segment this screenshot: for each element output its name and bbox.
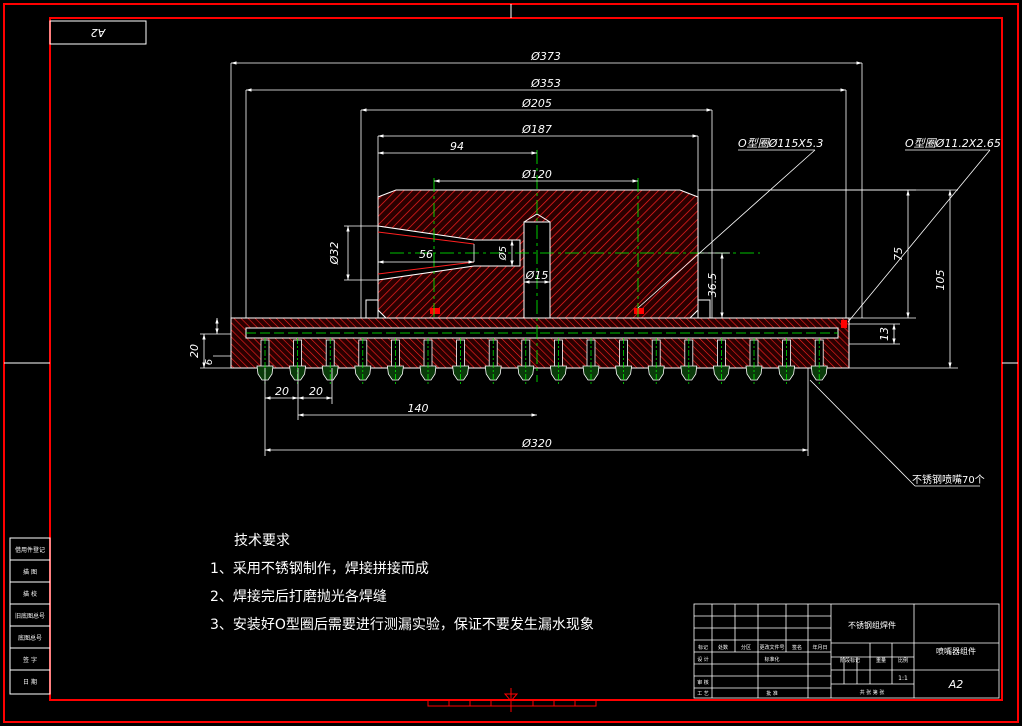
nozzle bbox=[419, 338, 437, 384]
side-label-4: 底图总号 bbox=[18, 634, 42, 642]
side-label-3: 旧底图总号 bbox=[15, 612, 45, 620]
nozzle bbox=[582, 338, 600, 384]
tb-label-design: 设 计 bbox=[697, 656, 709, 663]
nozzle bbox=[452, 338, 470, 384]
tech-note-1: 1、采用不锈钢制作，焊接拼接而成 bbox=[210, 561, 429, 577]
dim-d353: Ø353 bbox=[530, 77, 561, 90]
dim-75: 75 bbox=[892, 247, 905, 261]
title-block-text: 不锈钢组焊件 喷嘴器组件 A2 1:1 标记 处数 分区 更改文件号 签名 年月… bbox=[697, 620, 976, 697]
tb-scale: 1:1 bbox=[898, 675, 908, 682]
tb-ratio: 比例 bbox=[898, 657, 908, 664]
dim-105: 105 bbox=[934, 270, 947, 291]
title-block bbox=[693, 603, 1000, 699]
dim-140: 140 bbox=[408, 402, 429, 415]
part-section bbox=[230, 189, 850, 384]
nozzle bbox=[354, 338, 372, 384]
nozzle bbox=[680, 338, 698, 384]
side-label-0: 借用件登记 bbox=[15, 546, 45, 554]
dim-13: 13 bbox=[878, 327, 891, 341]
dim-d120: Ø120 bbox=[521, 168, 552, 181]
nozzle bbox=[745, 338, 763, 384]
nozzle bbox=[321, 338, 339, 384]
sheet-border bbox=[3, 3, 1019, 723]
dim-pitch-20b: 20 bbox=[309, 385, 323, 398]
tech-note-2: 2、焊接完后打磨抛光各焊缝 bbox=[210, 589, 387, 605]
dim-d15: Ø15 bbox=[525, 269, 549, 282]
dim-d32: Ø32 bbox=[328, 242, 341, 266]
tb-header-5: 年月日 bbox=[812, 644, 827, 651]
dim-36-5: 36.5 bbox=[706, 273, 719, 298]
dim-6: 6 bbox=[204, 359, 215, 365]
dim-pitch-20a: 20 bbox=[275, 385, 289, 398]
tb-assembly-name: 喷嘴器组件 bbox=[936, 646, 976, 656]
callout-oring-large: O型圈Ø115X5.3 bbox=[738, 137, 823, 150]
callout-nozzles: 不锈钢喷嘴70个 bbox=[912, 473, 985, 486]
nozzle bbox=[615, 338, 633, 384]
tech-notes-heading: 技术要求 bbox=[234, 533, 290, 549]
tb-header-2: 分区 bbox=[741, 644, 751, 651]
dim-20: 20 bbox=[188, 344, 201, 358]
dim-d187: Ø187 bbox=[521, 123, 552, 136]
tb-sheets-row: 共 张 第 张 bbox=[860, 689, 885, 696]
dim-d373: Ø373 bbox=[530, 50, 561, 63]
nozzle bbox=[549, 338, 567, 384]
nozzle bbox=[517, 338, 535, 384]
tb-weight: 重量 bbox=[876, 657, 886, 664]
tb-header-3: 更改文件号 bbox=[759, 644, 784, 651]
tb-label-std: 标准化 bbox=[764, 656, 779, 663]
nozzle bbox=[484, 338, 502, 384]
dim-d320: Ø320 bbox=[521, 437, 552, 450]
tb-header-4: 签名 bbox=[792, 644, 802, 651]
dim-d205: Ø205 bbox=[521, 97, 552, 110]
dim-56: 56 bbox=[419, 248, 433, 261]
tb-part-name: 不锈钢组焊件 bbox=[848, 620, 896, 630]
dimension-lines bbox=[200, 61, 991, 487]
side-label-2: 描 校 bbox=[23, 590, 37, 598]
tb-header-0: 标记 bbox=[698, 644, 708, 651]
tech-note-3: 3、安装好O型圈后需要进行测漏实验，保证不要发生漏水现象 bbox=[210, 617, 594, 633]
tech-notes: 技术要求 1、采用不锈钢制作，焊接拼接而成 2、焊接完后打磨抛光各焊缝 3、安装… bbox=[210, 527, 594, 639]
nozzle bbox=[778, 338, 796, 384]
tb-label-review: 审 核 bbox=[697, 679, 709, 686]
nozzle bbox=[647, 338, 665, 384]
tb-label-process: 工 艺 bbox=[697, 691, 709, 697]
side-label-5: 签 字 bbox=[23, 656, 37, 664]
sheet-tag: A2 bbox=[49, 20, 147, 45]
callout-oring-small: O型圈Ø11.2X2.65 bbox=[905, 137, 1001, 150]
side-table: 借用件登记 描 图 描 校 旧底图总号 底图总号 签 字 日 期 bbox=[9, 537, 51, 695]
nozzle bbox=[810, 338, 828, 384]
dim-94: 94 bbox=[450, 140, 464, 153]
tb-label-approve: 批 准 bbox=[766, 690, 778, 697]
nozzle bbox=[386, 338, 404, 384]
tb-sheet-size: A2 bbox=[948, 678, 964, 691]
nozzle bbox=[712, 338, 730, 384]
dim-d5: Ø5 bbox=[497, 246, 509, 261]
side-label-1: 描 图 bbox=[23, 568, 37, 576]
sheet-tag-text: A2 bbox=[91, 26, 107, 39]
side-label-6: 日 期 bbox=[23, 678, 37, 686]
tb-header-1: 处数 bbox=[718, 644, 728, 651]
dimension-texts: Ø373 Ø353 Ø205 Ø187 94 Ø120 Ø32 56 Ø5 Ø1… bbox=[188, 50, 1001, 486]
tb-stage-mark: 阶段标记 bbox=[840, 657, 860, 664]
